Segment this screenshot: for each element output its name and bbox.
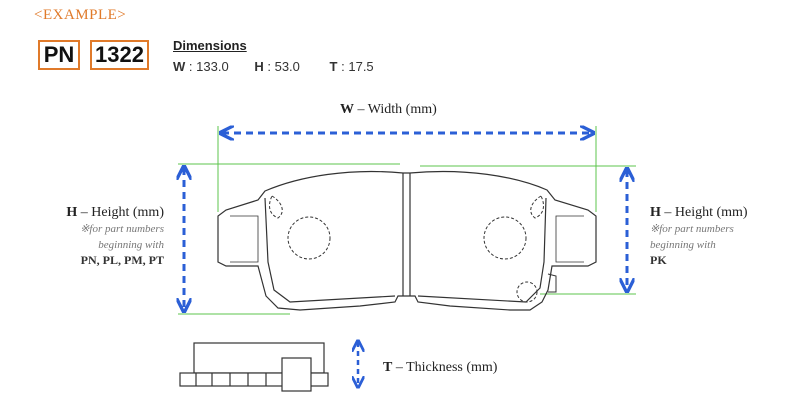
example-label: <EXAMPLE> bbox=[34, 7, 127, 23]
height-label-right-title: H – Height (mm) bbox=[650, 205, 790, 221]
dimension-thickness-sep: : bbox=[341, 59, 345, 74]
dimension-width: W : 133.0 bbox=[173, 59, 229, 74]
thickness-label-text: – Thickness (mm) bbox=[392, 360, 498, 375]
dimension-width-sep: : bbox=[188, 59, 193, 74]
dimension-arrows bbox=[184, 133, 627, 386]
dimension-height-value: 53.0 bbox=[274, 59, 300, 74]
height-label-left-codes: PN, PL, PM, PT bbox=[80, 253, 164, 267]
width-label: W – Width (mm) bbox=[340, 102, 437, 118]
brake-pad-dashed-circles bbox=[269, 195, 544, 303]
brake-pad-outline bbox=[217, 170, 597, 311]
dimension-thickness-value: 17.5 bbox=[348, 59, 374, 74]
height-label-left-note-1: ※for part numbers bbox=[80, 223, 164, 235]
dimension-thickness-key: T bbox=[329, 59, 338, 74]
dimension-width-key: W bbox=[173, 59, 186, 74]
measurement-guide-lines bbox=[178, 126, 636, 315]
part-prefix-box: PN bbox=[38, 40, 80, 70]
height-label-left-text: – Height (mm) bbox=[77, 205, 164, 220]
height-label-right-note-2: beginning with bbox=[650, 239, 716, 251]
height-label-left-title: H – Height (mm) bbox=[40, 205, 164, 221]
height-label-right-codes: PK bbox=[650, 253, 667, 267]
height-label-left-key: H bbox=[66, 205, 78, 220]
height-label-right-key: H bbox=[650, 205, 661, 220]
dimension-height-sep: : bbox=[267, 59, 271, 74]
dimension-thickness: T : 17.5 bbox=[330, 59, 374, 74]
dimensions-title: Dimensions bbox=[173, 38, 247, 53]
height-label-left-note-2: beginning with bbox=[98, 239, 164, 251]
thickness-label-key: T bbox=[383, 360, 393, 375]
dimensions-values: W : 133.0 H : 53.0 T : 17.5 bbox=[173, 59, 374, 74]
height-label-left: H – Height (mm) ※for part numbers beginn… bbox=[40, 205, 164, 268]
thickness-label: T – Thickness (mm) bbox=[383, 360, 497, 376]
dimension-height-key: H bbox=[254, 59, 264, 74]
dimension-width-value: 133.0 bbox=[196, 59, 229, 74]
height-label-right-note-1: ※for part numbers bbox=[650, 223, 734, 235]
height-label-right: H – Height (mm) ※for part numbers beginn… bbox=[650, 205, 790, 268]
part-number-box: 1322 bbox=[90, 40, 149, 70]
width-label-key: W bbox=[340, 102, 354, 117]
dimension-height: H : 53.0 bbox=[254, 59, 300, 74]
height-label-right-text: – Height (mm) bbox=[660, 205, 748, 220]
width-label-text: – Width (mm) bbox=[354, 102, 437, 117]
brake-pad-side-view bbox=[179, 342, 329, 392]
